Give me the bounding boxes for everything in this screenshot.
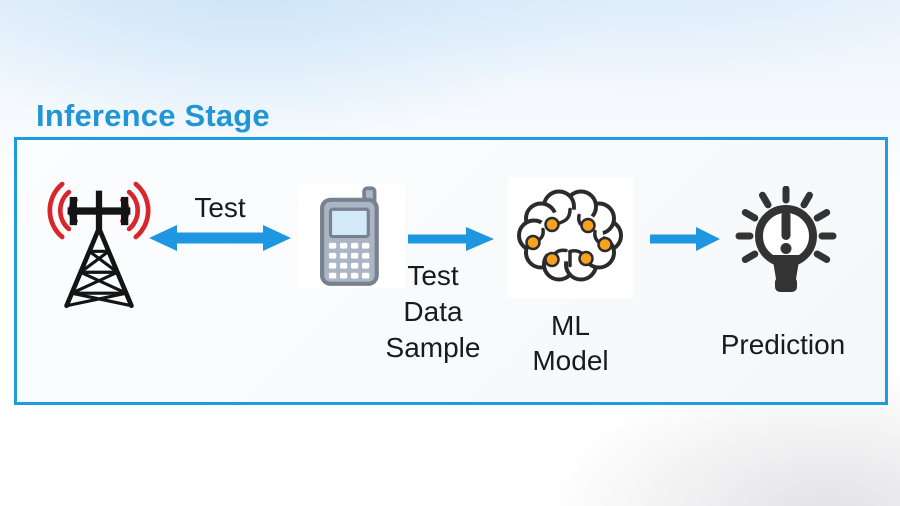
brain-icon [517, 189, 623, 282]
test-link-label: Test [194, 192, 246, 223]
mobile-phone-icon [320, 186, 379, 286]
arrow-right-icon [408, 227, 494, 251]
diagram-title: Inference Stage [36, 98, 270, 133]
prediction-label: Prediction [720, 329, 846, 360]
double-arrow-icon [149, 225, 291, 251]
tower-structure [64, 190, 134, 309]
phone-keypad [328, 242, 370, 279]
arrow-right-icon [650, 227, 720, 251]
cell-tower-icon [47, 181, 151, 309]
device-card [298, 183, 405, 288]
ml-model-card [508, 177, 633, 298]
test-data-sample-label: Test Data Sample [385, 260, 481, 363]
neuron-nodes [525, 216, 613, 268]
lightbulb-rays [735, 186, 837, 263]
exclamation-mark [780, 211, 792, 254]
ml-model-label: ML Model [532, 310, 609, 376]
inference-stage-box [14, 137, 888, 405]
lightbulb-icon [735, 186, 837, 292]
